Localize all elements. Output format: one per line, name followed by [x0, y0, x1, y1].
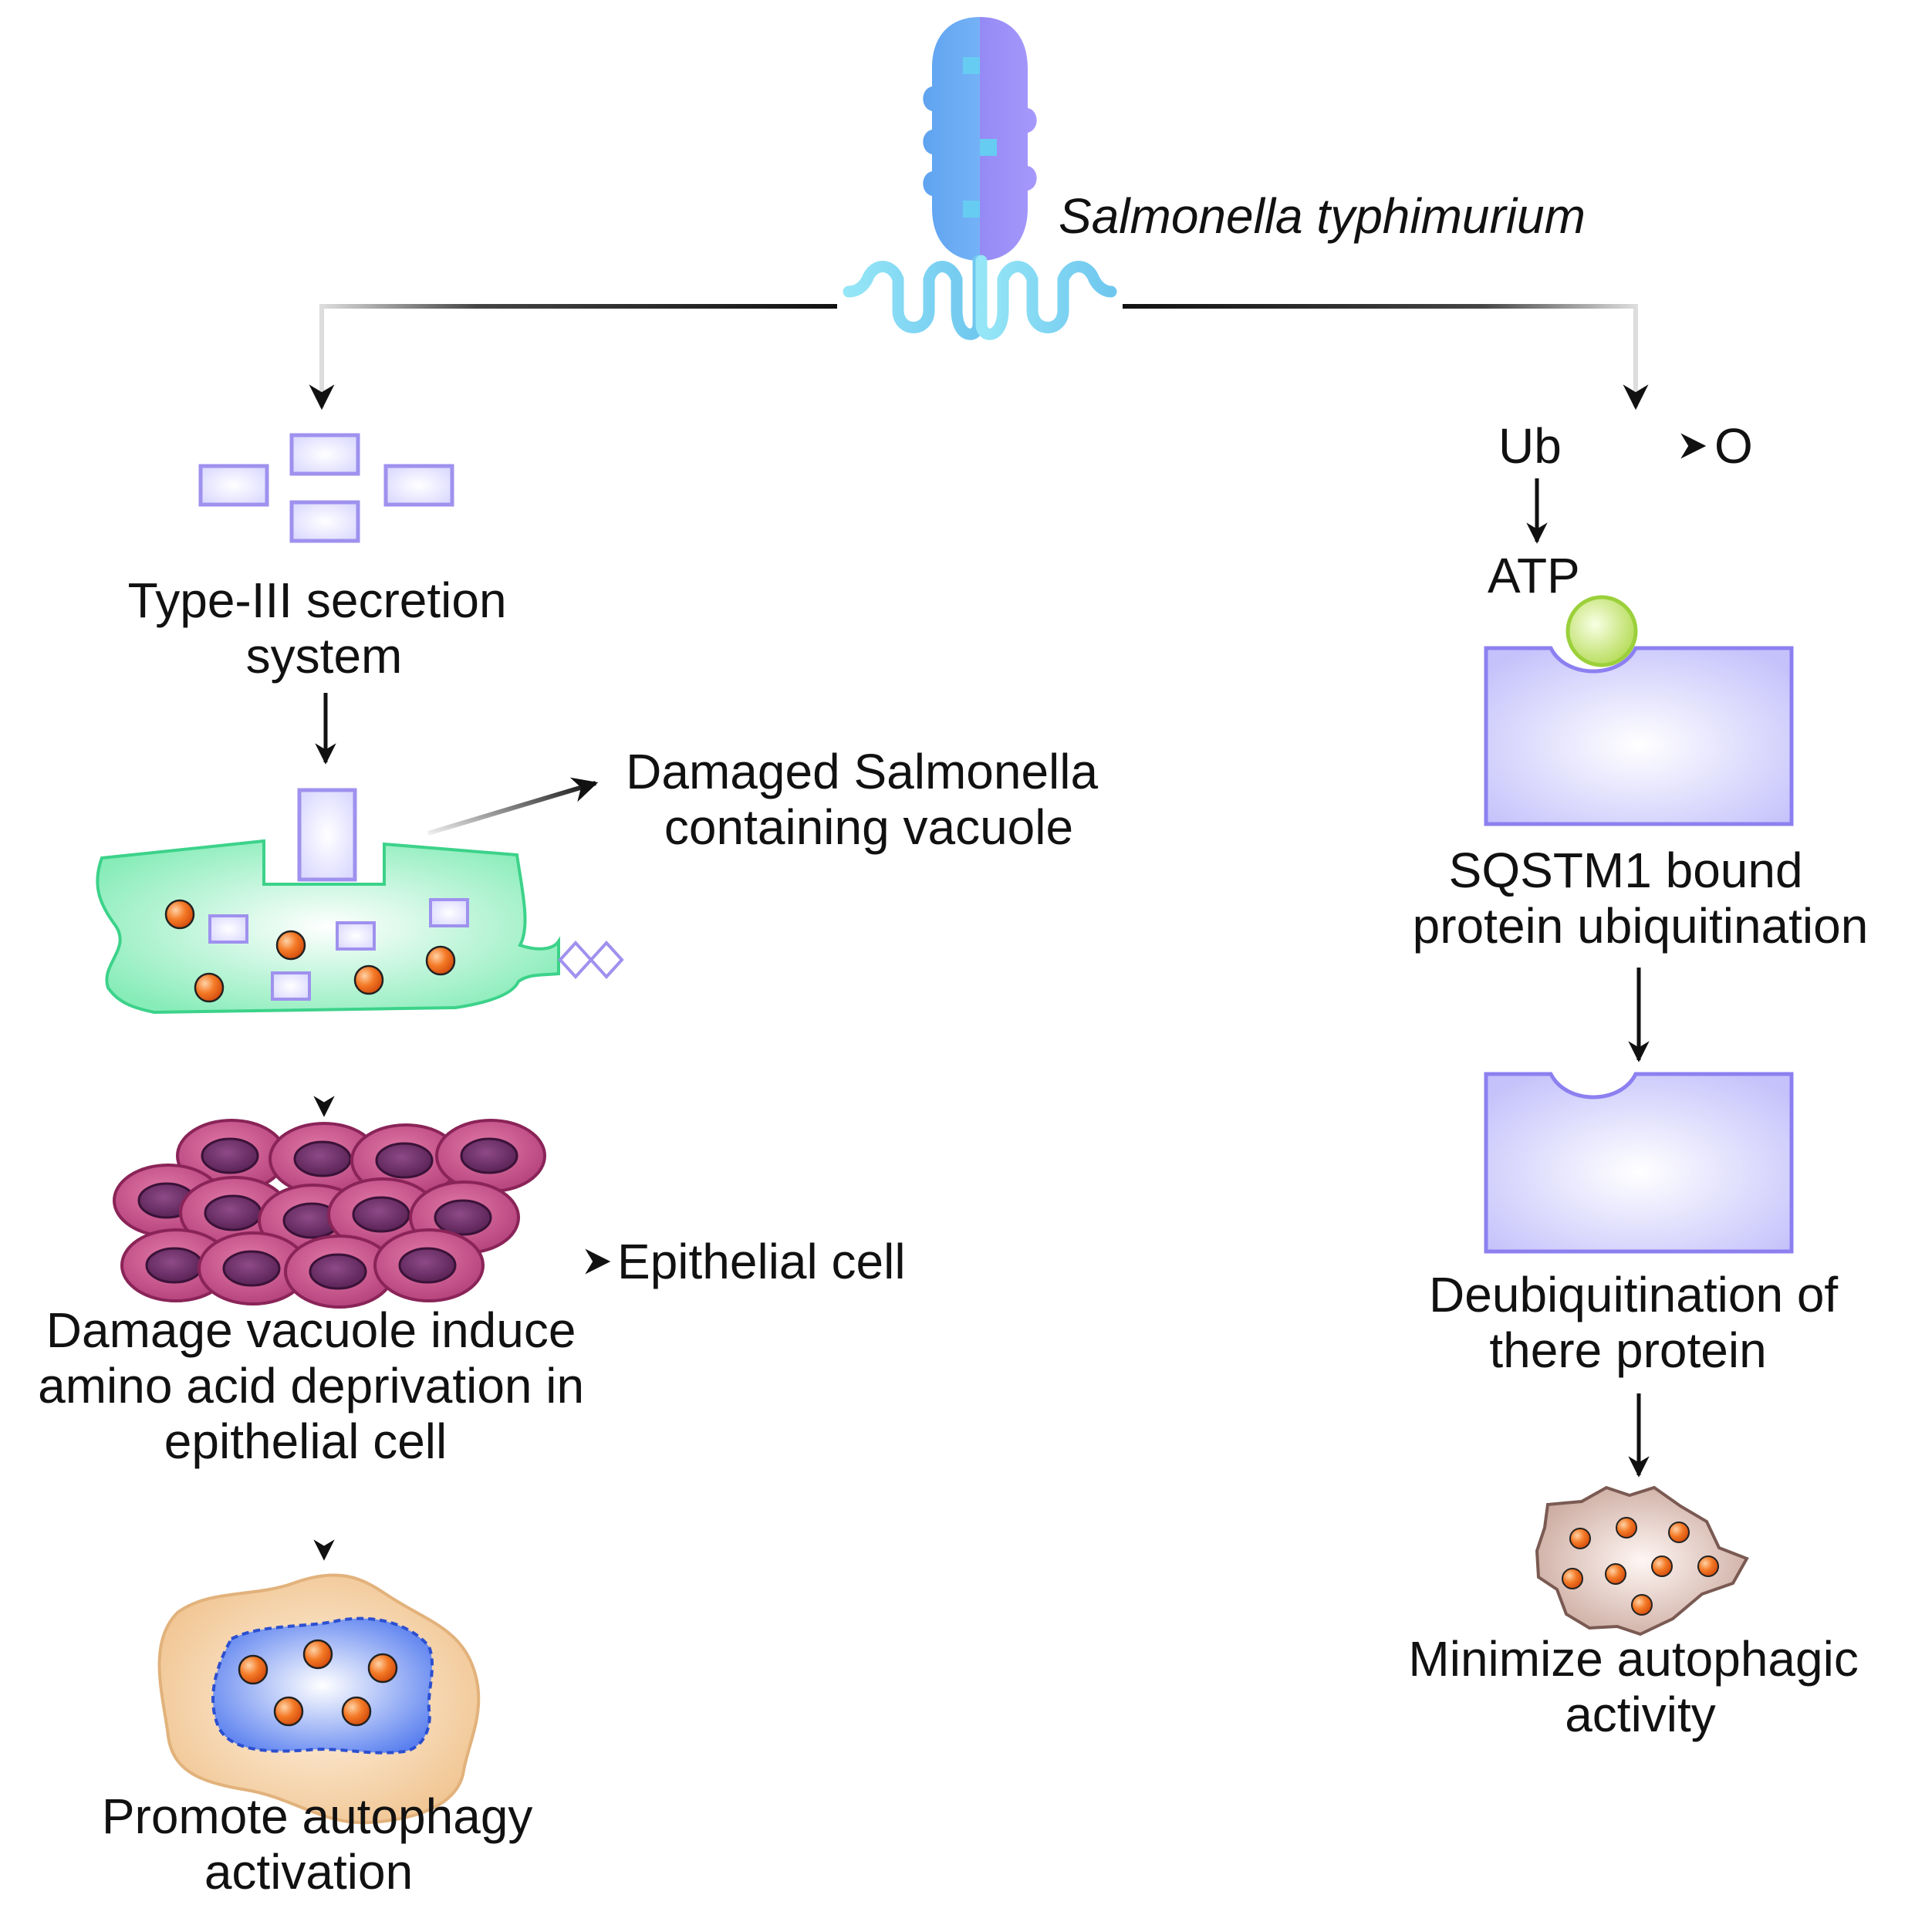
left-branch-arrow [309, 304, 837, 410]
vacuole-label: Damaged Salmonella containing vacuole [626, 744, 1112, 855]
cell-nucleus [201, 1137, 259, 1174]
arrow-to-vacuole-label [427, 777, 599, 836]
salmonella-bacterium-icon [923, 17, 1037, 261]
ub-label: Ub [1498, 418, 1562, 474]
protein-aggregate-icon [1535, 1485, 1749, 1636]
epithelial-cell-label: Epithelial cell [617, 1234, 906, 1289]
cell-nucleus [398, 1247, 457, 1284]
sqstm1-label: SQSTM1 bound protein ubiquitination [1413, 843, 1869, 954]
branch-connectors [309, 304, 1649, 410]
sqstm1-protein-icon [1484, 595, 1794, 826]
cell-nucleus [375, 1142, 434, 1179]
autophagosome-icon [157, 1573, 481, 1825]
epithelial-cells-icon [113, 1119, 546, 1309]
deubiquitination-label: Deubiquitination of there protein [1429, 1267, 1852, 1378]
minimize-autophagic-label: Minimize autophagic activity [1408, 1631, 1872, 1742]
deprivation-label: Damage vacuole induce amino acid depriva… [38, 1302, 598, 1469]
cell-nucleus [204, 1194, 262, 1231]
cell-nucleus [460, 1137, 518, 1174]
atp-ball-icon [1565, 595, 1638, 667]
promote-autophagy-label: Promote autophagy activation [102, 1788, 546, 1900]
t3ss-label: Type-III secretion system [128, 573, 521, 684]
right-branch-arrow [1123, 304, 1649, 410]
vacuole-cell-icon [96, 788, 624, 1015]
cell-nucleus [145, 1247, 204, 1284]
cell-nucleus [309, 1253, 367, 1290]
effector-proteins-icon [198, 433, 454, 543]
cell-nucleus [222, 1250, 281, 1287]
o-label: O [1714, 418, 1753, 474]
cell-nucleus [434, 1199, 492, 1236]
flagella-icon [843, 255, 1117, 340]
organism-label: Salmonella typhimurium [1059, 188, 1586, 244]
deubiquitinated-protein-icon [1484, 1072, 1794, 1254]
cell-nucleus [352, 1196, 410, 1233]
cell-nucleus [293, 1140, 352, 1177]
atp-label: ATP [1488, 548, 1580, 603]
